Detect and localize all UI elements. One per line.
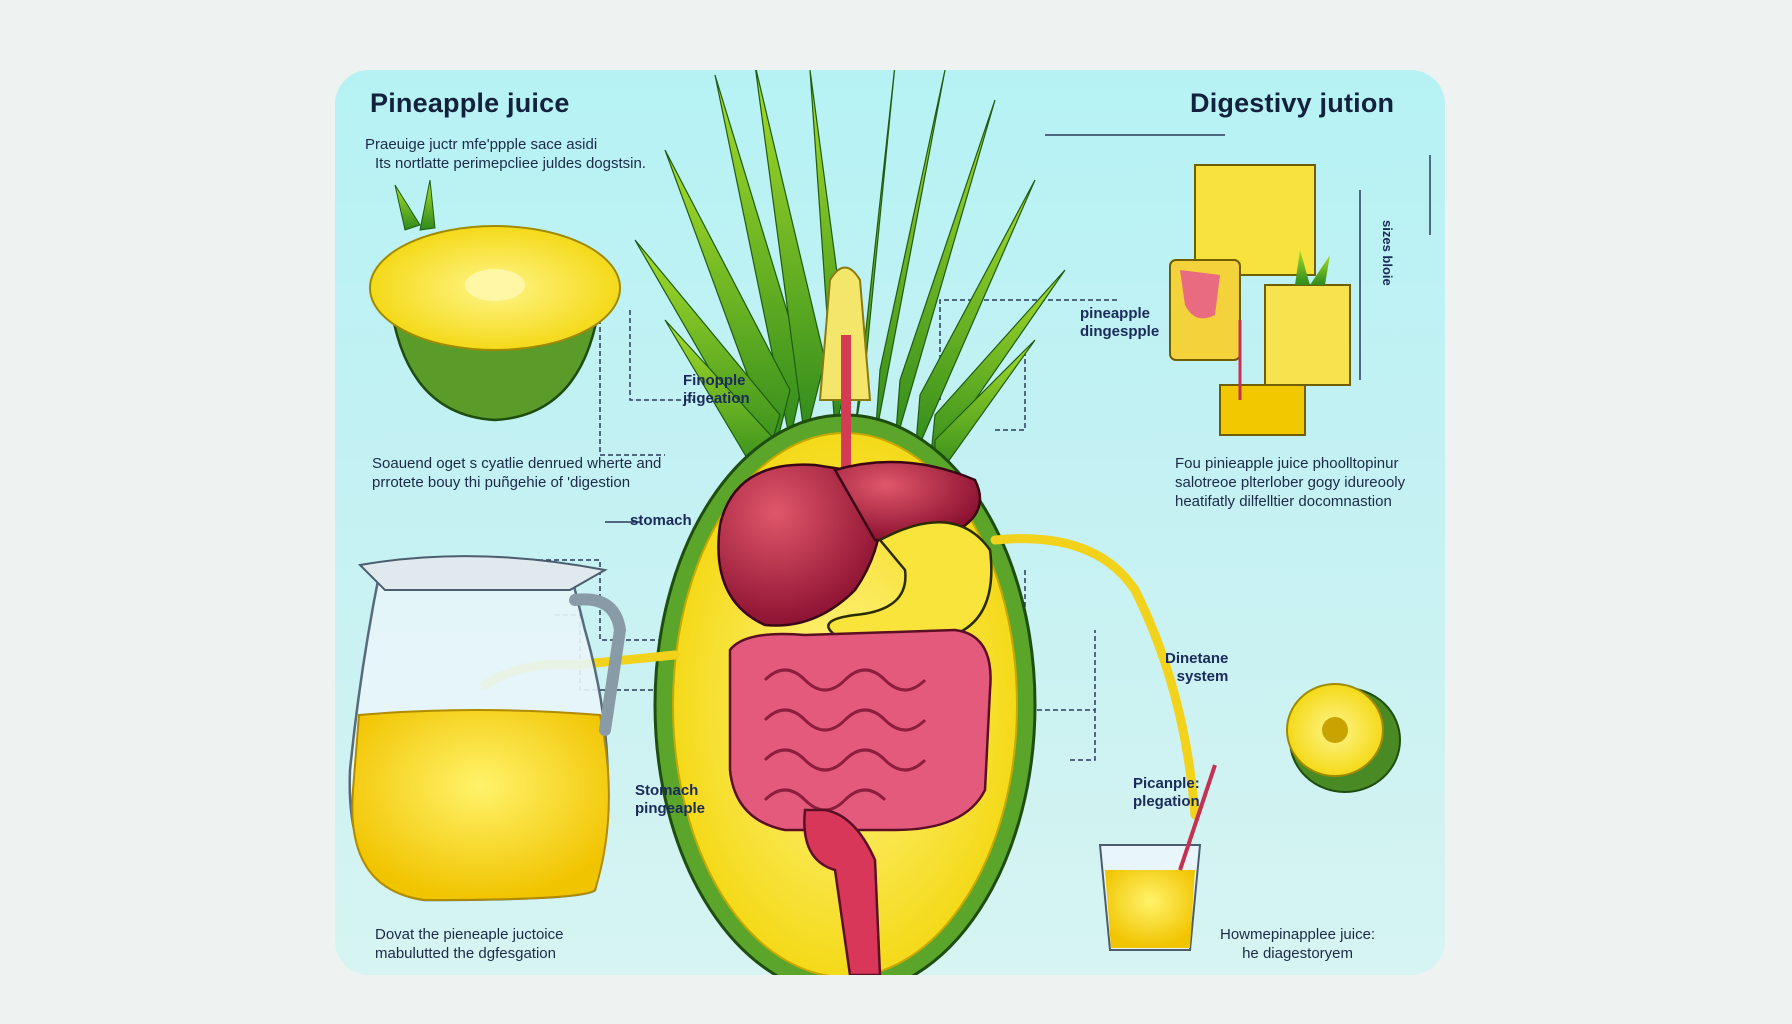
intro-text: Praeuige juctr mfe'ppple sace asidi Its … xyxy=(365,136,646,172)
label-vertical-measure: sizes bloie xyxy=(1380,220,1395,286)
label-pineapple-digestion-left: Finopple jfigeation xyxy=(683,372,750,407)
juice-glass xyxy=(1098,764,1217,951)
bottom-left-text: Dovat the pieneaple juctoice mabulutted … xyxy=(375,926,564,962)
pineapple-slice xyxy=(1286,683,1401,793)
pineapple-crown xyxy=(634,70,1066,482)
title-left: Pineapple juice xyxy=(370,88,570,118)
label-pineapple-digespple: pineapple dingespple xyxy=(1080,305,1160,340)
diagram-graphics xyxy=(348,70,1431,975)
infographic-panel: Pineapple juice Digestivy jution Praeuig… xyxy=(335,70,1445,975)
right-mid-text: Fou pinieapple juice phoolltopinur salot… xyxy=(1175,455,1406,510)
pineapple-body xyxy=(653,266,1037,975)
label-stomach-pineapple: Stomach pingeaple xyxy=(635,782,706,817)
pitcher xyxy=(348,555,627,902)
label-stomach: stomach xyxy=(630,512,692,529)
bottom-right-text: Howmepinapplee juice: he diagestoryem xyxy=(1220,926,1376,962)
left-mid-text: Soauend oget s cyatlie denrued wherte an… xyxy=(372,455,662,491)
label-pineapple-digestion-right: Picanple: plegation xyxy=(1133,775,1200,810)
pineapple-half xyxy=(369,179,621,422)
juice-box xyxy=(1169,164,1361,436)
title-right: Digestivy jution xyxy=(1190,88,1395,118)
label-digestive-system: Dinetane system xyxy=(1165,650,1229,685)
